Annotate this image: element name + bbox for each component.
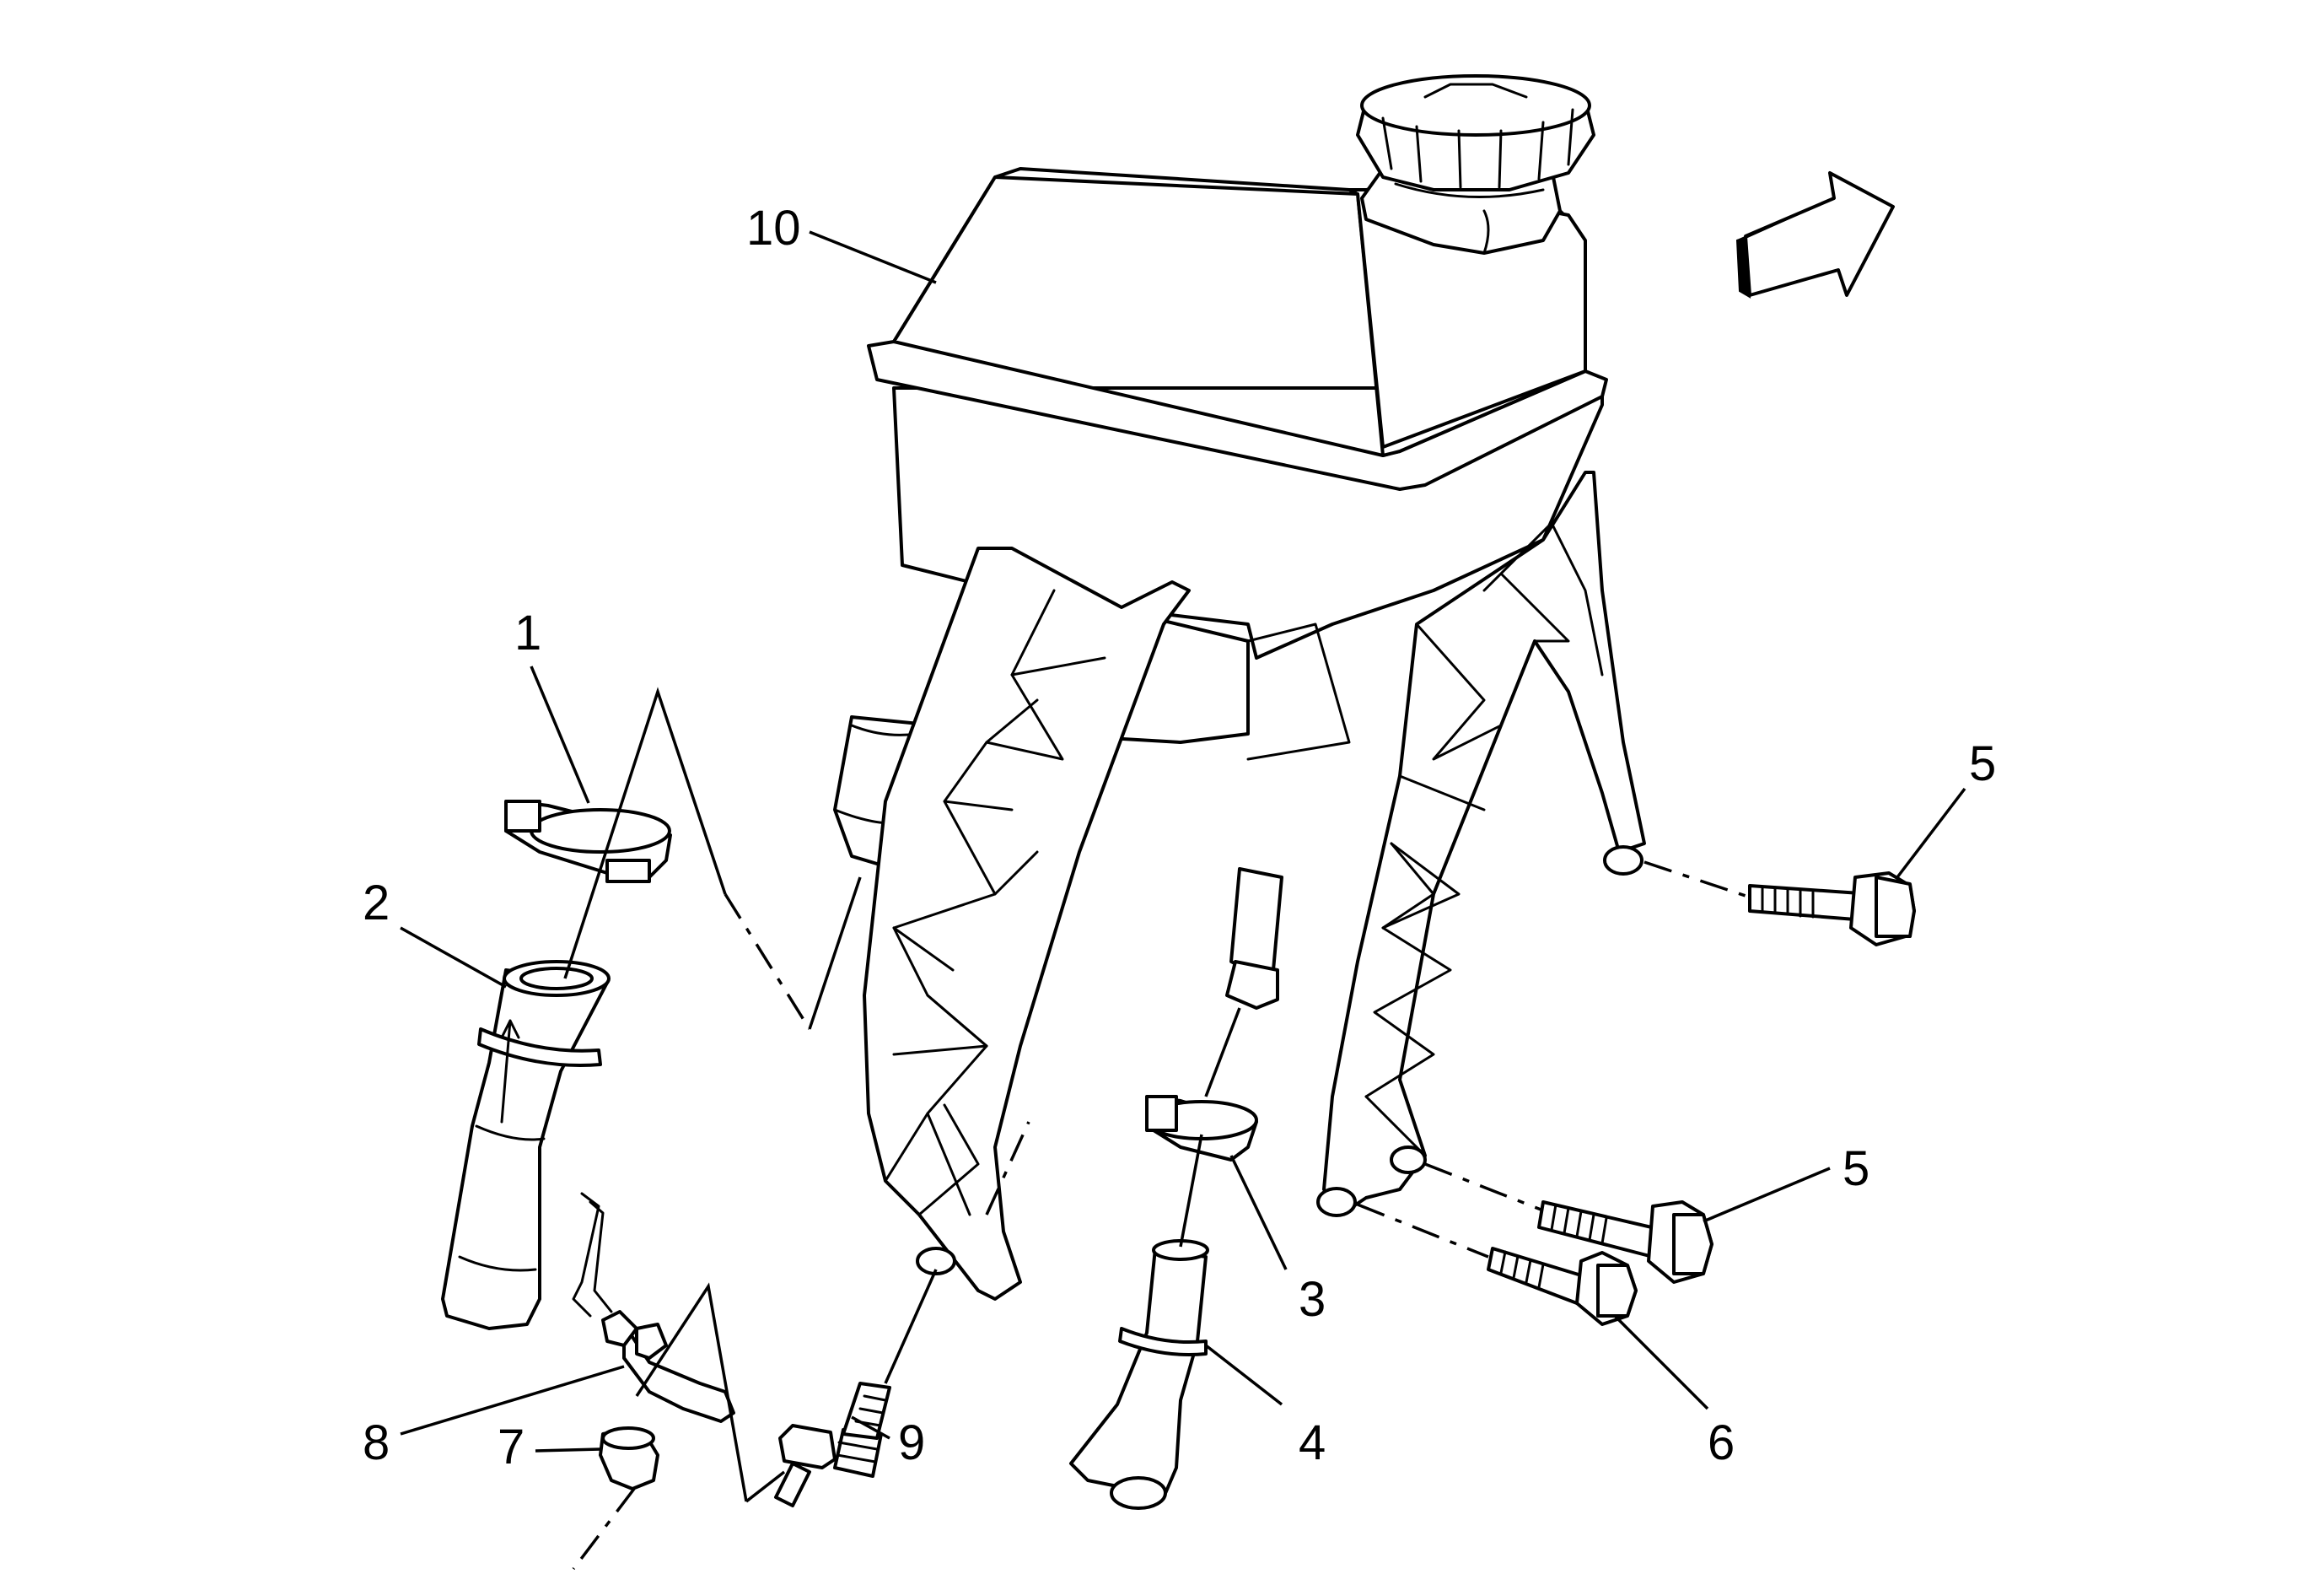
callout-5-lower: 5 (1843, 1141, 1869, 1196)
callout-10: 10 (746, 201, 801, 256)
callout-leaders (400, 230, 1966, 1453)
callout-8: 8 (363, 1415, 390, 1470)
bolt-6 (1487, 1247, 1638, 1326)
hose-clamp-lower (1145, 1095, 1258, 1162)
callout-4: 4 (1299, 1415, 1326, 1470)
outlet-hose (1069, 1239, 1209, 1510)
callout-5-upper: 5 (1969, 736, 1996, 791)
assembly-paths (563, 687, 1746, 1571)
callout-2: 2 (363, 876, 390, 930)
temperature-sensor (774, 1382, 891, 1507)
front-direction-arrow-icon (1735, 171, 1895, 299)
callout-3: 3 (1299, 1272, 1326, 1327)
radiator-inlet-hose (441, 960, 611, 1330)
callout-6: 6 (1708, 1415, 1735, 1470)
callout-7: 7 (498, 1420, 525, 1474)
callout-9: 9 (898, 1415, 925, 1470)
callout-labels: 1 2 3 4 5 5 6 7 8 9 10 (363, 201, 1996, 1474)
nut-7 (599, 1426, 659, 1490)
wiring-harness-bracket (572, 1192, 735, 1423)
bolt-lower (1537, 1200, 1713, 1284)
bolt-upper (1748, 871, 1916, 946)
reservoir-bracket-right (1316, 471, 1646, 1217)
hose-clamp-upper (504, 800, 672, 883)
reservoir-bracket-left (863, 547, 1191, 1301)
callout-1: 1 (514, 606, 541, 660)
